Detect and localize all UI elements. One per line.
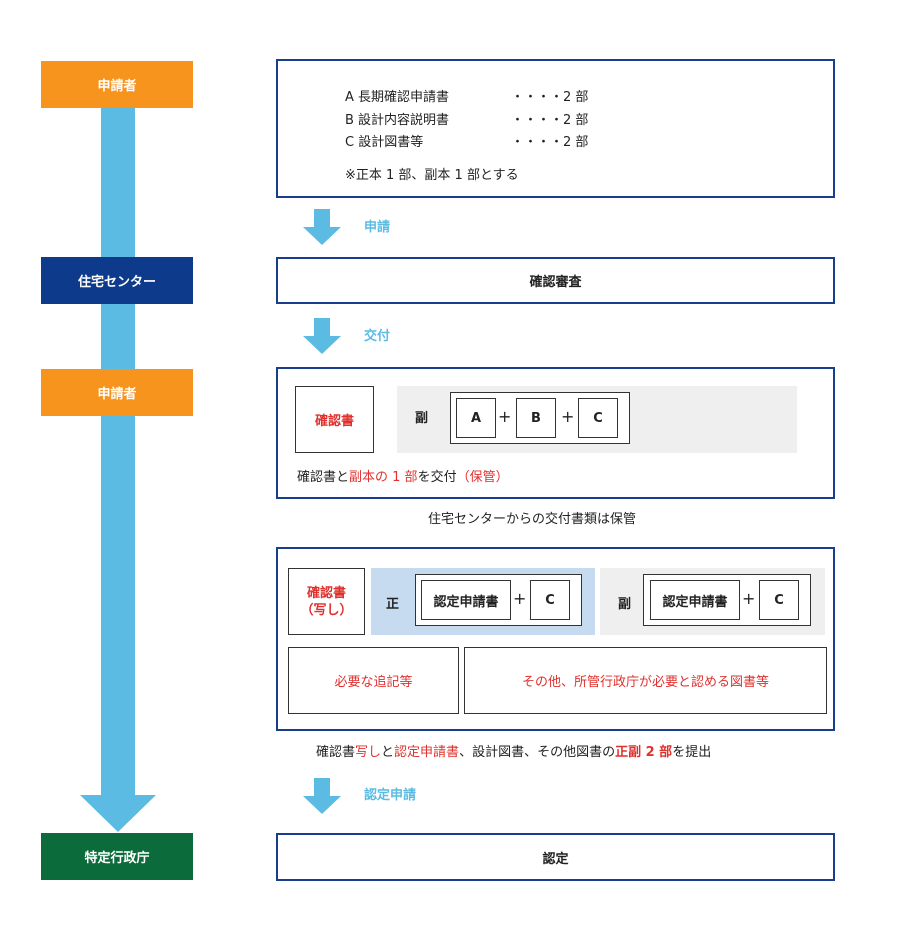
panel-certification: 認定 <box>276 833 835 881</box>
doc-a-box: A <box>456 398 496 438</box>
panel-issued-docs: 確認書 副 A + B + C 確認書と副本の 1 部を交付（保管） <box>276 367 835 499</box>
review-text: 確認審査 <box>529 275 582 290</box>
panel-application-docs: A 長期確認申請書 ・・・・2 部 B 設計内容説明書 ・・・・2 部 C 設計… <box>276 59 835 198</box>
doc-line-c: C 設計図書等 <box>345 135 424 150</box>
step-arrow-1 <box>303 209 341 245</box>
step-label-apply: 申請 <box>364 220 391 235</box>
main-copy-label: 正 <box>386 597 400 612</box>
actor-authority: 特定行政庁 <box>41 833 193 880</box>
sub-doc-c: C <box>759 580 799 620</box>
plus-sign-2: + <box>561 407 575 426</box>
certificate-label: 確認書 <box>314 414 354 429</box>
certification-text: 認定 <box>542 851 569 867</box>
sub-copy-label-2: 副 <box>618 597 632 612</box>
copies-note: ※正本 1 部、副本 1 部とする <box>345 168 519 183</box>
other-docs-box: その他、所管行政庁が必要と認める図書等 <box>464 647 827 714</box>
panel-certification-submission: 確認書 （写し） 正 認定申請書 + C 副 認定申請書 + C 必要な追記等 … <box>276 547 835 731</box>
certificate-box: 確認書 <box>295 386 374 453</box>
required-notes-box: 必要な追記等 <box>288 647 459 714</box>
certificate-copy-box: 確認書 （写し） <box>288 568 365 635</box>
actor-applicant-2: 申請者 <box>41 369 193 416</box>
main-doc-c: C <box>530 580 570 620</box>
sub-plus-sign: + <box>742 589 756 608</box>
main-plus-sign: + <box>513 589 527 608</box>
issued-caption: 確認書と副本の 1 部を交付（保管） <box>297 470 509 485</box>
submission-caption: 確認書写しと認定申請書、設計図書、その他図書の正副 2 部を提出 <box>316 745 712 760</box>
doc-c-box: C <box>578 398 618 438</box>
main-application-doc: 認定申請書 <box>421 580 511 620</box>
sub-application-doc: 認定申請書 <box>650 580 740 620</box>
step-label-issue: 交付 <box>364 329 391 344</box>
actor-housing-center: 住宅センター <box>41 257 193 304</box>
step-arrow-3 <box>303 778 341 814</box>
keep-docs-note: 住宅センターからの交付書類は保管 <box>428 512 637 527</box>
doc-line-b-qty: ・・・・2 部 <box>511 113 589 128</box>
step-arrow-2 <box>303 318 341 354</box>
doc-line-a: A 長期確認申請書 <box>345 90 450 105</box>
panel-review: 確認審査 <box>276 257 835 304</box>
doc-b-box: B <box>516 398 556 438</box>
sub-label: 副 <box>415 411 429 426</box>
doc-line-c-qty: ・・・・2 部 <box>511 135 589 150</box>
step-label-cert-apply: 認定申請 <box>364 788 417 803</box>
actor-applicant-1: 申請者 <box>41 61 193 108</box>
doc-line-b: B 設計内容説明書 <box>345 113 450 128</box>
doc-line-a-qty: ・・・・2 部 <box>511 90 589 105</box>
plus-sign-1: + <box>498 407 512 426</box>
